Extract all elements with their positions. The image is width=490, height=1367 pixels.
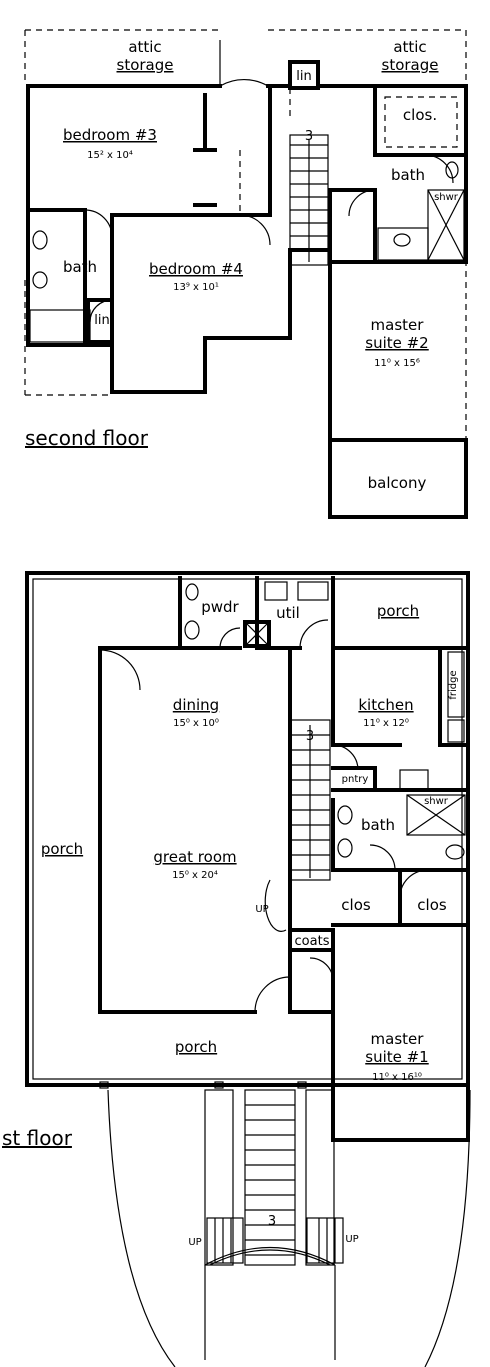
bath-left-label: bath — [63, 258, 97, 276]
first-floor-stair-treads — [290, 725, 330, 878]
first-floor-labels: pwdr util porch dining 15⁰ x 10⁰ kitchen… — [2, 598, 459, 1248]
shwr-1-label: shwr — [424, 796, 449, 807]
second-floor-stair-treads — [290, 140, 328, 262]
first-floor-plan — [25, 571, 471, 1367]
porch-left-label: porch — [41, 840, 83, 858]
kitchen-size: 11⁰ x 12⁰ — [363, 718, 409, 729]
dining-size: 15⁰ x 10⁰ — [173, 718, 219, 729]
attic-left-line2: storage — [117, 56, 174, 74]
master1-line2: suite #1 — [365, 1048, 428, 1066]
bath-1-label: bath — [361, 816, 395, 834]
attic-right-line2: storage — [382, 56, 439, 74]
master2-line2: suite #2 — [365, 334, 428, 352]
second-floor-title: second floor — [25, 426, 149, 450]
second-floor-labels: attic storage attic storage lin bedroom … — [25, 38, 459, 492]
bedroom4-size: 13⁹ x 10¹ — [173, 282, 219, 293]
attic-right-line1: attic — [393, 38, 426, 56]
fridge-label: fridge — [448, 670, 459, 699]
clos-label: clos. — [403, 106, 437, 124]
entry-side-treads — [214, 1218, 336, 1263]
second-floor-plan — [24, 29, 468, 519]
pntry-label: pntry — [342, 774, 369, 785]
entry-stair-treads — [245, 1104, 295, 1256]
kitchen-label: kitchen — [358, 696, 413, 714]
lin-top-label: lin — [296, 69, 311, 84]
pwdr-label: pwdr — [201, 598, 239, 616]
first-floor-stair-mark: 3 — [306, 729, 314, 744]
bedroom4-label: bedroom #4 — [149, 260, 243, 278]
great-room-size: 15⁰ x 20⁴ — [172, 870, 218, 881]
shwr-label: shwr — [434, 192, 459, 203]
bedroom3-size: 15² x 10⁴ — [87, 150, 133, 161]
porch-top-label: porch — [377, 602, 419, 620]
great-room-label: great room — [153, 848, 236, 866]
master2-size: 11⁰ x 15⁶ — [374, 358, 420, 369]
porch-bottom-label: porch — [175, 1038, 217, 1056]
master2-line1: master — [371, 316, 425, 334]
first-floor-title: st floor — [2, 1126, 73, 1150]
clos-left-label: clos — [341, 896, 371, 914]
clos-right-label: clos — [417, 896, 447, 914]
util-label: util — [276, 604, 300, 622]
entry-up-left: UP — [188, 1237, 201, 1248]
entry-stair-mark: 3 — [268, 1214, 276, 1229]
attic-left-line1: attic — [128, 38, 161, 56]
dining-label: dining — [173, 696, 219, 714]
entry-up-right: UP — [345, 1234, 358, 1245]
bedroom3-label: bedroom #3 — [63, 126, 157, 144]
bath-right-label: bath — [391, 166, 425, 184]
second-floor-stair-mark: 3 — [305, 129, 313, 144]
coats-label: coats — [295, 934, 330, 949]
up-stair-label: UP — [255, 904, 268, 915]
balcony-label: balcony — [368, 474, 427, 492]
master1-line1: master — [371, 1030, 425, 1048]
master1-size: 11⁰ x 16¹⁰ — [372, 1072, 422, 1083]
lin-left-label: lin — [94, 313, 109, 328]
